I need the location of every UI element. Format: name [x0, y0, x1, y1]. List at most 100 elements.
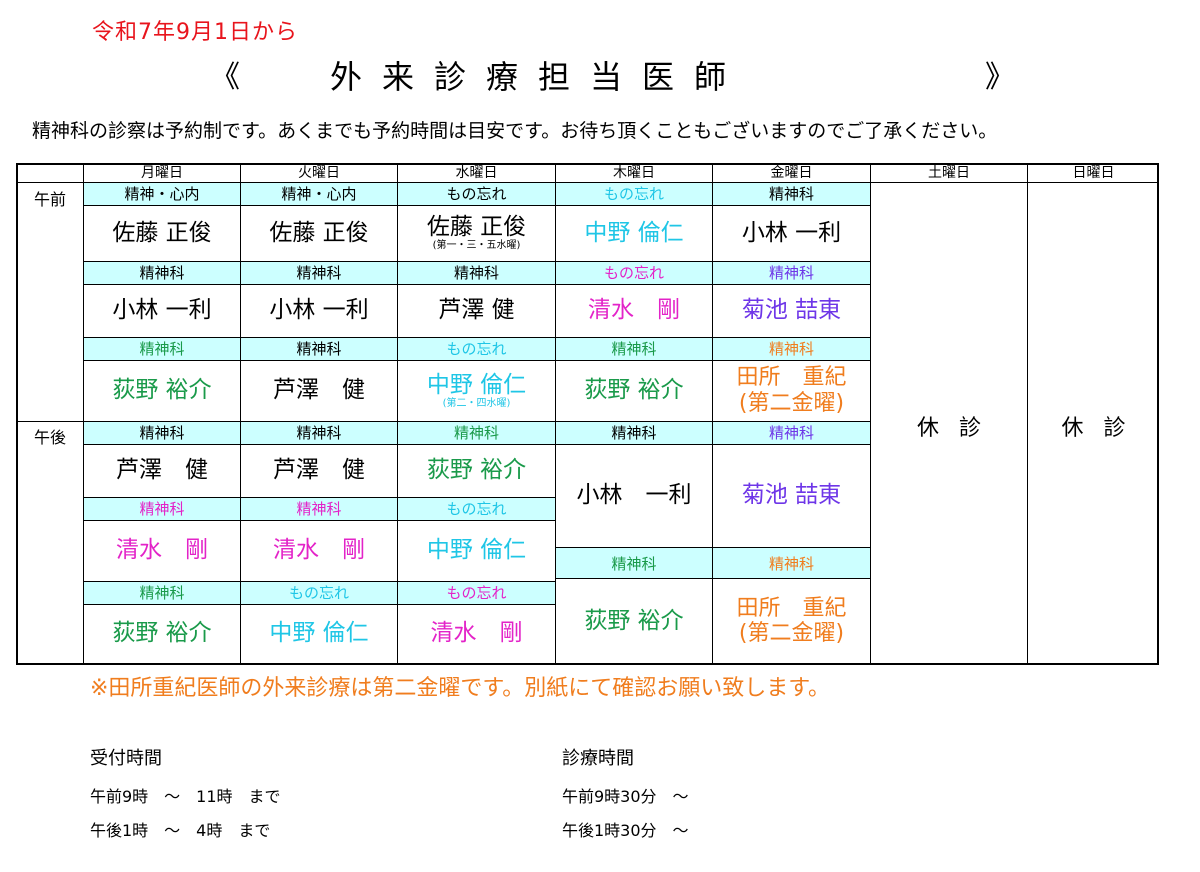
doctor-name: 荻野 裕介: [112, 620, 212, 647]
reception-hours-am: 午前9時 ～ 11時 まで: [90, 787, 281, 806]
doctor-name: 芦澤 健: [438, 297, 515, 324]
doctor-cell: 芦澤 健: [398, 284, 555, 337]
doctor-name: 芦澤 健: [273, 457, 365, 484]
dept-label: もの忘れ: [241, 581, 397, 605]
page-title: 外来診療担当医師: [330, 58, 747, 96]
column-divider: [712, 163, 713, 665]
doctor-schedule-note: (第二・四水曜): [442, 397, 511, 409]
doctor-name: 佐藤 正俊: [269, 219, 369, 246]
column-divider: [870, 163, 871, 665]
doctor-cell: 小林 一利: [84, 284, 240, 337]
day-header-mon: 月曜日: [141, 165, 183, 181]
consultation-hours-am: 午前9時30分 ～: [562, 787, 689, 806]
doctor-cell: 小林 一利: [713, 205, 870, 261]
closed-saturday: 休診: [916, 416, 1001, 441]
doctor-name: 田所 重紀: [736, 595, 847, 621]
doctor-name: 清水 剛: [430, 620, 523, 647]
doctor-cell: 清水 剛: [556, 284, 712, 337]
dept-label: 精神科: [398, 261, 555, 285]
dept-label: 精神科: [713, 547, 870, 579]
doctor-cell: 佐藤 正俊: [241, 205, 397, 261]
dept-label: 精神科: [84, 581, 240, 605]
schedule-table: [16, 163, 1159, 665]
dept-label: 精神科: [241, 497, 397, 521]
dept-label: 精神科: [556, 337, 712, 361]
doctor-name: 小林 一利: [576, 482, 692, 509]
column-divider: [1027, 163, 1028, 665]
day-header-fri: 金曜日: [770, 165, 813, 181]
dept-label: 精神科: [84, 497, 240, 521]
doctor-name: 荻野 裕介: [584, 377, 684, 404]
dept-label: 精神・心内: [241, 183, 397, 206]
doctor-cell: 中野 倫仁: [398, 520, 555, 581]
doctor-cell: 佐藤 正俊: [84, 205, 240, 261]
column-divider: [83, 163, 84, 665]
consultation-hours-title: 診療時間: [562, 748, 634, 769]
dept-label: 精神科: [713, 422, 870, 445]
dept-label: 精神科: [241, 422, 397, 445]
doctor-cell: 菊池 喆東: [713, 444, 870, 547]
doctor-cell: 小林 一利: [241, 284, 397, 337]
dept-label: 精神科: [84, 337, 240, 361]
doctor-name: 中野 倫仁: [426, 537, 527, 564]
dept-label: 精神科: [713, 261, 870, 285]
doctor-name: 荻野 裕介: [584, 607, 684, 634]
doctor-name: 佐藤 正俊: [426, 214, 527, 241]
doctor-schedule-note: (第二金曜): [738, 390, 845, 416]
doctor-cell: 中野 倫仁(第二・四水曜): [398, 360, 555, 421]
doctor-cell: 荻野 裕介: [398, 444, 555, 497]
doctor-name: 小林 一利: [269, 297, 369, 324]
reception-hours-pm: 午後1時 ～ 4時 まで: [90, 821, 271, 840]
doctor-name: 清水 剛: [116, 537, 208, 564]
am-pm-divider: [16, 421, 871, 422]
dept-label: 精神科: [556, 547, 712, 579]
doctor-name: 中野 倫仁: [269, 620, 369, 647]
doctor-name: 菊池 喆東: [741, 297, 842, 324]
dept-label: 精神科: [713, 183, 870, 206]
dept-label: 精神・心内: [84, 183, 240, 206]
dept-label: 精神科: [241, 337, 397, 361]
title-close-bracket: 》: [985, 60, 1015, 95]
dept-label: 精神科: [84, 422, 240, 445]
doctor-name: 菊池 喆東: [741, 482, 842, 509]
reservation-notice: 精神科の診察は予約制です。あくまでも予約時間は目安です。お待ち頂くこともございま…: [32, 120, 998, 142]
doctor-schedule-note: (第一・三・五水曜): [432, 240, 521, 252]
header-divider: [16, 182, 1159, 183]
doctor-cell: 田所 重紀(第二金曜): [713, 579, 870, 663]
consultation-hours-pm: 午後1時30分 ～: [562, 821, 689, 840]
title-open-bracket: 《: [210, 60, 240, 95]
dept-label: 精神科: [713, 337, 870, 361]
dept-label: もの忘れ: [556, 261, 712, 285]
effective-date: 令和7年9月1日から: [92, 20, 298, 45]
doctor-cell: 荻野 裕介: [84, 604, 240, 663]
doctor-name: 芦澤 健: [273, 377, 365, 404]
dept-label: 精神科: [398, 422, 555, 445]
doctor-cell: 芦澤 健: [84, 444, 240, 497]
doctor-name: 田所 重紀: [736, 365, 847, 391]
dept-label: 精神科: [84, 261, 240, 285]
column-divider: [555, 163, 556, 665]
doctor-cell: 荻野 裕介: [556, 360, 712, 421]
dept-label: もの忘れ: [556, 183, 712, 206]
column-divider: [397, 163, 398, 665]
dept-label: もの忘れ: [398, 581, 555, 605]
doctor-name: 芦澤 健: [116, 457, 208, 484]
doctor-cell: 小林 一利: [556, 444, 712, 547]
doctor-name: 清水 剛: [588, 297, 680, 324]
doctor-cell: 中野 倫仁: [241, 604, 397, 663]
doctor-cell: 芦澤 健: [241, 360, 397, 421]
doctor-name: 中野 倫仁: [426, 371, 527, 398]
doctor-cell: 菊池 喆東: [713, 284, 870, 337]
doctor-cell: 清水 剛: [398, 604, 555, 663]
closed-sunday: 休診: [1061, 416, 1146, 441]
day-header-sat: 土曜日: [928, 165, 970, 181]
doctor-cell: 清水 剛: [84, 520, 240, 581]
day-header-thu: 木曜日: [613, 165, 655, 181]
doctor-name: 小林 一利: [112, 297, 212, 324]
day-header-tue: 火曜日: [298, 165, 340, 181]
doctor-name: 佐藤 正俊: [112, 219, 212, 246]
doctor-name: 荻野 裕介: [112, 377, 212, 404]
doctor-cell: 中野 倫仁: [556, 205, 712, 261]
doctor-cell: 荻野 裕介: [84, 360, 240, 421]
dept-label: もの忘れ: [398, 337, 555, 361]
